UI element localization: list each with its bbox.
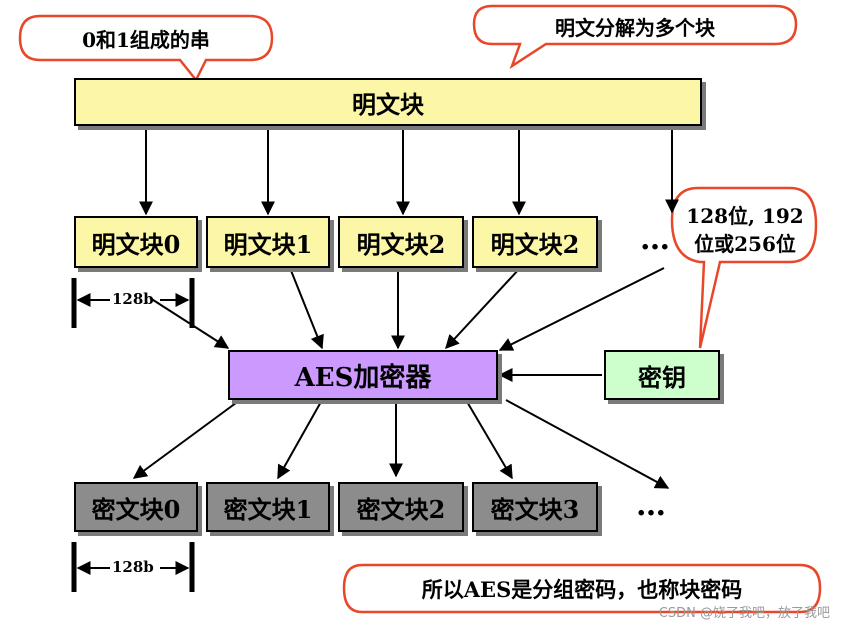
block-size-label-top: 128b [112, 290, 154, 308]
arrow-block1-to-aes [289, 267, 324, 350]
cipher-blocks-ellipsis: … [636, 488, 670, 523]
plain-block-2: 明文块2 [338, 216, 464, 268]
callout-split-blocks: 明文分解为多个块 [555, 16, 715, 40]
arrow-aes-to-more [505, 399, 670, 489]
watermark: CSDN @饶了我吧，放了我吧 [658, 606, 830, 621]
plain-block-3: 明文块2 [472, 216, 598, 268]
callout-key-size-line1: 128位, 192 [686, 204, 804, 228]
aes-encryptor: AES加密器 [228, 350, 498, 400]
plaintext-bar: 明文块 [74, 78, 702, 126]
arrow-aes-to-cipher3 [465, 399, 513, 480]
plain-block-1: 明文块1 [206, 216, 330, 268]
plain-block-0: 明文块0 [74, 216, 198, 268]
block-size-label-bottom: 128b [112, 558, 154, 576]
key-box: 密钥 [604, 350, 720, 400]
plain-blocks-ellipsis: … [640, 222, 674, 257]
callout-key-size-line2: 位或256位 [694, 232, 796, 256]
callout-bubble-conclusion [342, 563, 822, 614]
callout-conclusion: 所以AES是分组密码，也称块密码 [421, 577, 743, 602]
arrow-more-to-aes [498, 267, 665, 351]
cipher-block-0: 密文块0 [74, 482, 198, 532]
arrow-aes-to-cipher0 [132, 399, 241, 479]
cipher-block-3: 密文块3 [472, 482, 598, 532]
cipher-block-2: 密文块2 [338, 482, 464, 532]
arrow-block0-to-aes [149, 297, 230, 349]
callout-bubble-binary [18, 14, 274, 83]
callout-bubble-split [472, 4, 798, 70]
arrow-aes-to-cipher1 [277, 399, 323, 480]
callout-binary-string: 0和1组成的串 [82, 28, 210, 52]
arrow-block3-to-aes [445, 267, 521, 350]
cipher-block-1: 密文块1 [206, 482, 330, 532]
